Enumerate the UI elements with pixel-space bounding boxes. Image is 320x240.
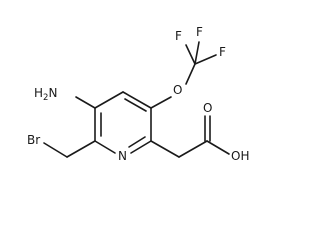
bond-c5-o <box>150 96 172 109</box>
bond-c2-ch2 <box>66 140 96 158</box>
bond-n-c2 <box>94 140 116 154</box>
ether-oxygen-label: O <box>173 83 182 97</box>
bond-c-oh <box>206 140 230 155</box>
bond-c4-c5 <box>122 91 152 109</box>
atom-labels: H2N N Br O F F F O OH <box>27 25 249 163</box>
fluorine-right-label: F <box>219 45 226 59</box>
molecule-diagram: H2N N Br O F F F O OH <box>27 25 249 163</box>
ring-nitrogen-label: N <box>118 149 127 163</box>
bond-cf3-f-right <box>194 54 217 65</box>
bond-c6-n-inner <box>128 136 146 148</box>
bond-cf3-f-top-right <box>194 41 200 65</box>
bond-ch2-br <box>43 142 68 158</box>
bond-c3-amino <box>75 96 96 109</box>
bond-c6-ch2 <box>150 140 180 158</box>
bond-cf3-f-top-left <box>185 44 196 65</box>
fluorine-top-left-label: F <box>175 29 182 43</box>
bond-ch2-cooh <box>178 140 208 158</box>
bond-lines <box>43 41 230 158</box>
carbonyl-oxygen-label: O <box>203 101 212 115</box>
amino-label: H2N <box>34 86 57 103</box>
bond-o-cf3 <box>185 63 196 85</box>
bond-c3-c4 <box>94 91 124 109</box>
fluorine-top-right-label: F <box>196 25 203 39</box>
bond-c6-n <box>130 140 152 154</box>
bond-c4-c5-inner <box>124 98 147 112</box>
hydroxyl-label: OH <box>231 149 249 163</box>
bromine-label: Br <box>27 133 40 147</box>
